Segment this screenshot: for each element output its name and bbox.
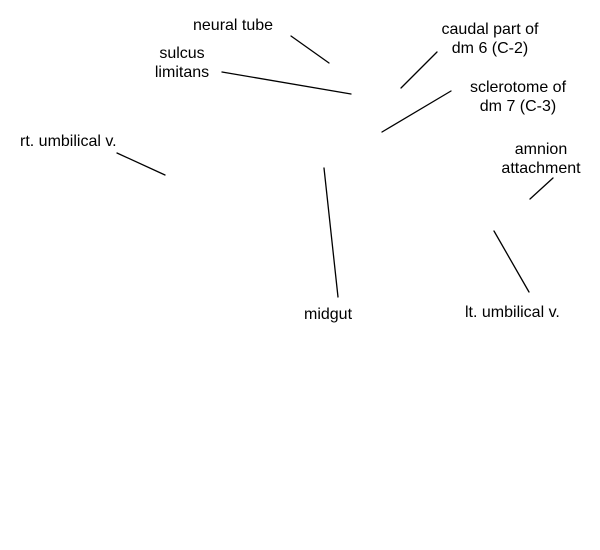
label-sulcus-limitans-line1: sulcus <box>159 45 205 62</box>
label-neural-tube-text: neural tube <box>193 17 274 34</box>
label-amnion-attachment-line1: amnion <box>514 141 568 158</box>
leader-line-sulcus-limitans <box>221 71 352 95</box>
leader-line-amnion-attachment <box>529 177 554 200</box>
label-sulcus-limitans: sulcus limitans <box>150 44 214 82</box>
label-sclerotome-dm7: sclerotome of dm 7 (C-3) <box>450 78 586 116</box>
label-rt-umbilical-v: rt. umbilical v. <box>20 132 117 151</box>
label-amnion-attachment: amnion attachment <box>488 140 594 178</box>
label-caudal-part-dm6-line2: dm 6 (C-2) <box>451 40 529 57</box>
label-rt-umbilical-v-text: rt. umbilical v. <box>20 133 117 150</box>
label-sulcus-limitans-line2: limitans <box>154 64 210 81</box>
leader-line-neural-tube <box>290 35 330 64</box>
label-lt-umbilical-v: lt. umbilical v. <box>465 303 560 322</box>
label-caudal-part-dm6-line1: caudal part of <box>441 21 539 38</box>
leader-line-midgut <box>323 167 339 298</box>
leader-line-sclerotome-dm7 <box>381 90 452 133</box>
label-midgut-text: midgut <box>304 306 353 323</box>
label-sclerotome-dm7-line2: dm 7 (C-3) <box>479 98 557 115</box>
label-neural-tube: neural tube <box>193 16 273 35</box>
label-caudal-part-dm6: caudal part of dm 6 (C-2) <box>424 20 556 58</box>
label-midgut: midgut <box>304 305 352 324</box>
label-sclerotome-dm7-line1: sclerotome of <box>469 79 567 96</box>
label-lt-umbilical-v-text: lt. umbilical v. <box>465 304 560 321</box>
leader-line-caudal-part-dm6 <box>400 51 438 89</box>
leader-line-lt-umbilical-v <box>493 230 530 293</box>
leader-line-rt-umbilical-v <box>116 152 166 176</box>
label-amnion-attachment-line2: attachment <box>501 160 581 177</box>
